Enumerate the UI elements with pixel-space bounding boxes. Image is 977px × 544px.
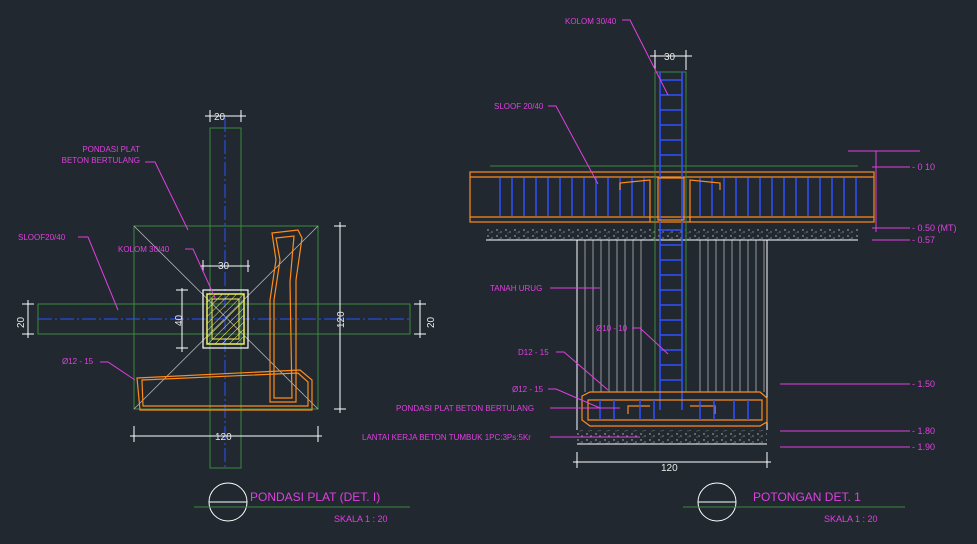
dim-left-text: 20 — [16, 316, 27, 328]
sloof-section — [469, 171, 875, 223]
level-6: - 1.90 — [912, 442, 935, 452]
r-label-stirrup: Ø10 - 10 — [596, 324, 628, 333]
r-dim-bottom: 120 — [661, 463, 678, 474]
level-2: - 0.50 (MT) — [912, 223, 957, 233]
left-plan-detail — [22, 110, 426, 469]
dim-plate-height-text: 120 — [336, 311, 347, 328]
scale-left: SKALA 1 : 20 — [334, 514, 388, 524]
r-label-bar: Ø12 - 15 — [512, 385, 544, 394]
lean-concrete-layer — [577, 430, 767, 444]
soil-hatch — [584, 240, 765, 392]
title-right: POTONGAN DET. 1 — [753, 490, 861, 504]
column-hatch — [206, 293, 245, 345]
label-plate-line1: PONDASI PLAT — [82, 145, 140, 154]
label-plate-line2: BETON BERTULANG — [62, 156, 140, 165]
right-section-detail — [469, 19, 920, 468]
column-stirrups — [660, 79, 682, 381]
level-5: - 1.80 — [912, 426, 935, 436]
level-1: - 0 10 — [912, 162, 935, 172]
label-kolom: KOLOM 30/40 — [118, 245, 170, 254]
sloof-stirrups — [499, 178, 857, 216]
r-label-lantai: LANTAI KERJA BETON TUMBUK 1PC:3Ps:5Kr — [362, 433, 531, 442]
footing-section — [581, 391, 768, 427]
r-label-d12: D12 - 15 — [518, 348, 549, 357]
scale-right: SKALA 1 : 20 — [824, 514, 878, 524]
r-label-plate: PONDASI PLAT BETON BERTULANG — [396, 404, 534, 413]
label-bar: Ø12 - 15 — [62, 357, 94, 366]
r-dim-top: 30 — [664, 52, 676, 63]
dim-col-height-text: 40 — [174, 314, 185, 326]
dim-bottom-text: 120 — [215, 432, 232, 443]
plate-outline — [133, 225, 319, 410]
plate-bottom-bar — [136, 369, 313, 411]
r-label-tanah: TANAH URUG — [490, 284, 542, 293]
label-sloof: SLOOF20/40 — [18, 233, 66, 242]
plate-side-bar — [269, 229, 303, 403]
dim-top-text: 20 — [214, 112, 226, 123]
dim-right-text: 20 — [426, 316, 437, 328]
level-4: - 1.50 — [912, 379, 935, 389]
gravel-layer-top — [486, 229, 858, 240]
dim-col-width-text: 30 — [218, 261, 230, 272]
r-label-sloof: SLOOF 20/40 — [494, 102, 544, 111]
level-3: - 0.57 — [912, 235, 935, 245]
r-label-kolom: KOLOM 30/40 — [565, 17, 617, 26]
title-left: PONDASI PLAT (DET. I) — [250, 490, 380, 504]
column-outline — [202, 289, 249, 349]
